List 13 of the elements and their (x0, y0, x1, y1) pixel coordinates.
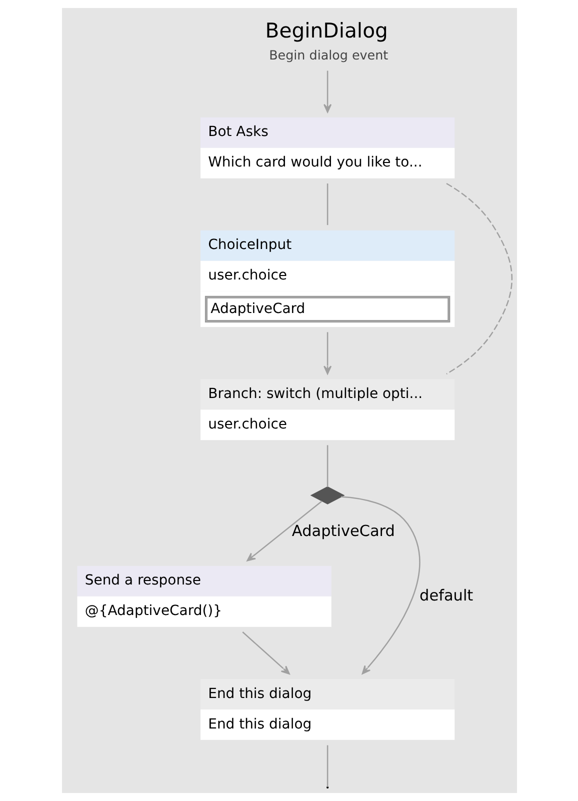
connector (326, 445, 328, 488)
node-text: BeginDialog Begin dialog event (264, 18, 388, 63)
arrow (246, 500, 322, 562)
arrow (340, 496, 420, 674)
connector (446, 182, 512, 374)
connector (326, 184, 328, 226)
arrow (242, 632, 290, 674)
arrow (323, 70, 332, 113)
edge-label: default (419, 586, 473, 604)
edge-label: AdaptiveCard (291, 522, 394, 540)
arrow (323, 332, 332, 374)
connector (326, 745, 328, 787)
node-diamond (310, 486, 344, 504)
